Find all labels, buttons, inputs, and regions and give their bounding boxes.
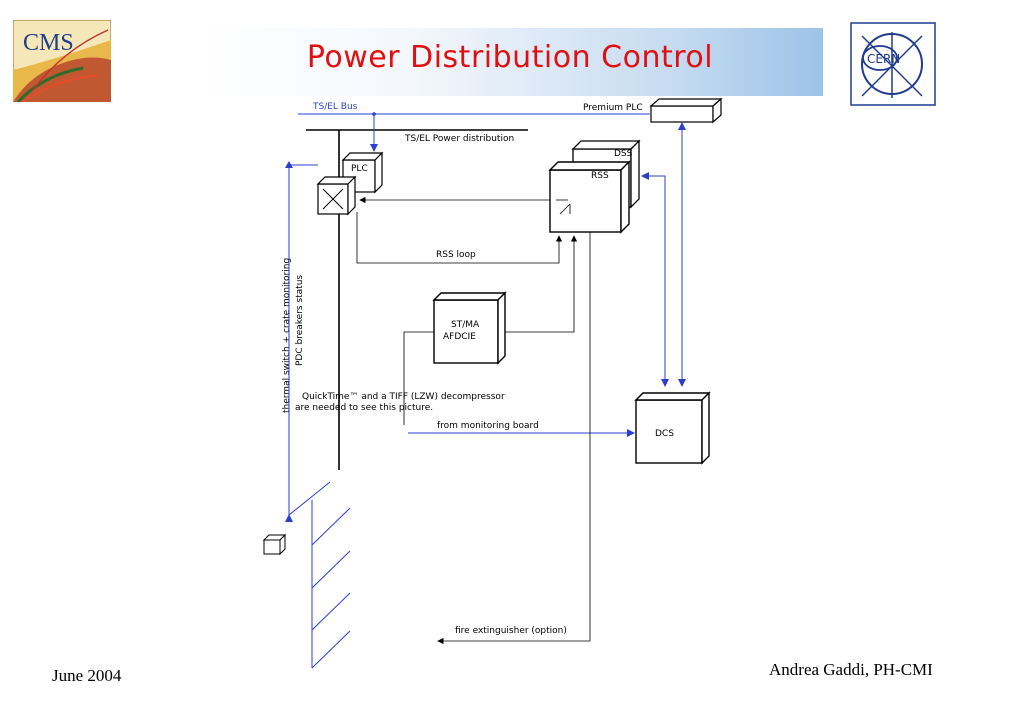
thermal-diagonal	[288, 481, 331, 516]
vertical-label-thermal: thermal switch + crate monitoring	[282, 258, 292, 413]
dcs-label: DCS	[655, 429, 674, 439]
fire-extinguisher-label: fire extinguisher (option)	[455, 626, 567, 636]
monitoring-board-label: from monitoring board	[437, 421, 539, 431]
rss-loop-label: RSS loop	[436, 250, 476, 260]
stma-left-line	[403, 331, 434, 425]
rss-box	[548, 160, 631, 234]
picture-note-line1: QuickTime™ and a TIFF (LZW) decompressor	[302, 392, 505, 402]
premium-plc-label: Premium PLC	[583, 103, 643, 113]
plc-arrowhead	[678, 122, 686, 130]
cern-logo: CERN	[850, 22, 936, 106]
vertical-label-breakers: PDC breakers status	[295, 275, 305, 366]
rss-loop-line	[356, 212, 563, 264]
ts-el-bus-label: TS/EL Bus	[312, 102, 358, 112]
footer-author: Andrea Gaddi, PH-CMI	[769, 660, 933, 679]
dss-arrowhead	[641, 172, 649, 180]
stma-afdcie-box	[432, 291, 507, 365]
power-distribution-label: TS/EL Power distribution	[404, 134, 514, 144]
stma-label-line1: ST/MA	[451, 320, 480, 330]
thermal-feedback-arrowhead	[285, 161, 293, 168]
dss-label: DSS	[614, 149, 633, 159]
stma-label-line2: AFDCIE	[443, 332, 476, 342]
dcs-box	[634, 391, 711, 465]
cern-logo-text: CERN	[867, 52, 900, 66]
premium-plc-box	[649, 97, 723, 124]
dss-to-dcs-line	[648, 175, 669, 387]
rack-array	[311, 500, 351, 669]
cms-logo-text: CMS	[23, 30, 74, 56]
rss-label: RSS	[591, 171, 609, 181]
slide-title: Power Distribution Control	[306, 40, 714, 75]
plc-label: PLC	[351, 164, 368, 174]
sensor-cube	[262, 533, 287, 556]
stma-to-rss-line	[505, 235, 578, 333]
title-band: Power Distribution Control	[197, 28, 823, 96]
picture-note-line2: are needed to see this picture.	[295, 403, 433, 413]
fire-extinguisher-line	[437, 232, 591, 645]
breaker-box	[316, 175, 357, 216]
cms-logo: CMS	[13, 20, 111, 102]
footer-date: June 2004	[52, 666, 122, 685]
